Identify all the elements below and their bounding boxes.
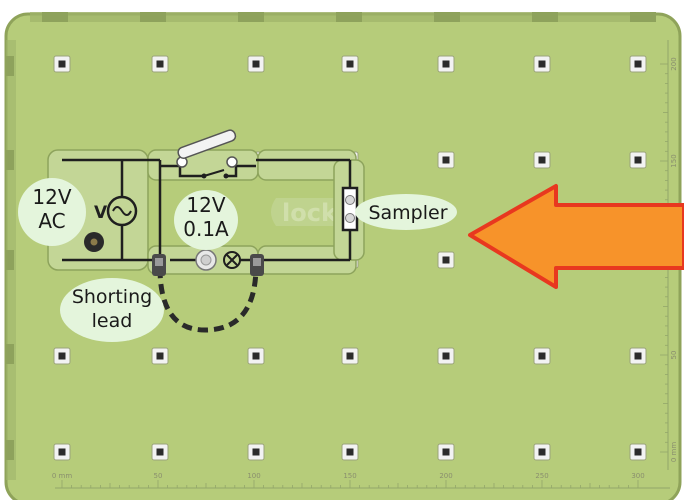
peg [151, 55, 169, 73]
source-voltage-line1: 12V [32, 185, 71, 209]
peg [341, 443, 359, 461]
shorting-lead-line2: lead [92, 310, 133, 332]
peg [437, 251, 455, 269]
ruler-y-tick-label: 200 [670, 57, 678, 70]
sampler-label-bubble: Sampler [355, 194, 457, 230]
ruler-y-tick-label: 50 [670, 351, 678, 360]
lamp-component [195, 249, 241, 271]
ac-source-symbol: V [94, 195, 138, 227]
ruler-y-tick-label: 150 [670, 154, 678, 167]
switch-component[interactable] [176, 129, 238, 179]
ruler-x-tick-label: 250 [535, 472, 548, 480]
peg [53, 55, 71, 73]
peg [437, 151, 455, 169]
peg [151, 347, 169, 365]
peg [533, 443, 551, 461]
peg [151, 443, 169, 461]
ruler-x-tick-label: 150 [343, 472, 356, 480]
peg [437, 55, 455, 73]
shorting-lead-label-bubble: Shorting lead [60, 278, 164, 342]
peg [437, 347, 455, 365]
shorting-lead[interactable] [152, 254, 264, 333]
peg [437, 443, 455, 461]
sampler-label: Sampler [368, 202, 447, 224]
edge-clips [6, 12, 656, 460]
peg [533, 347, 551, 365]
pointer-arrow [468, 184, 684, 289]
lamp-rating-line2: 0.1A [183, 217, 229, 241]
peg [629, 151, 647, 169]
peg [533, 151, 551, 169]
bottom-ruler: 0 mm 50 100 150 200 250 300 [52, 472, 670, 489]
peg [629, 55, 647, 73]
peg [629, 347, 647, 365]
meter-symbol-text: V [94, 203, 108, 223]
shorting-lead-line1: Shorting [72, 286, 152, 308]
ruler-x-tick-label: 200 [439, 472, 452, 480]
sampler-component [341, 186, 359, 232]
peg [533, 55, 551, 73]
peg [53, 443, 71, 461]
peg [53, 347, 71, 365]
source-label-bubble: 12V AC [18, 178, 86, 246]
lamp-label-bubble: 12V 0.1A [174, 190, 238, 250]
peg [341, 347, 359, 365]
peg [247, 55, 265, 73]
ruler-x-tick-label: 0 mm [52, 472, 72, 480]
ruler-y-tick-label: 0 mm [670, 442, 678, 462]
lock-watermark-text: lock [282, 199, 338, 227]
lamp-rating-line1: 12V [186, 193, 225, 217]
ruler-x-tick-label: 100 [247, 472, 260, 480]
peg [247, 443, 265, 461]
source-voltage-line2: AC [38, 209, 65, 233]
circuit-wires [62, 158, 352, 262]
ac-socket[interactable] [84, 232, 104, 252]
peg [341, 55, 359, 73]
peg [629, 443, 647, 461]
peg [247, 347, 265, 365]
ruler-x-tick-label: 300 [631, 472, 644, 480]
ruler-x-tick-label: 50 [154, 472, 163, 480]
